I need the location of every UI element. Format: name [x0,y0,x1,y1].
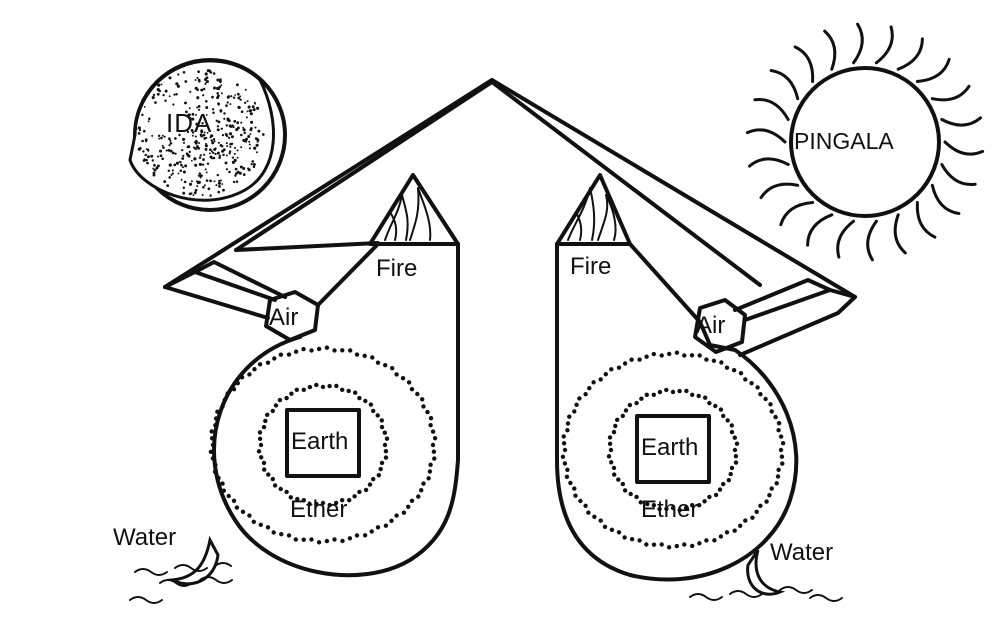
right-water-label: Water [770,539,834,566]
right-earth-square [635,414,711,484]
right-air-hexagon [693,298,747,354]
left-air-hexagon [264,290,320,342]
moon-speckle [135,69,265,197]
right-ether-label: Ether [641,496,699,523]
left-earth-square [285,408,361,478]
right-droplet-outline [555,242,799,582]
right-air-label: Air [696,312,726,339]
right-earth-label: Earth [641,434,699,461]
sun-rays [745,22,985,262]
right-air-channel [733,278,857,322]
left-fire-triangle [368,173,460,246]
roof-slope-inner-left [234,80,494,252]
left-waves [129,562,233,604]
left-fire-label: Fire [376,255,418,282]
left-water-label: Water [113,524,177,551]
left-fire-flames [384,187,432,241]
sun [789,66,941,218]
right-water-crescent [746,549,786,596]
right-fire-flames [567,187,617,241]
left-earth-label: Earth [291,428,349,455]
roof-slope-inner-right [490,80,762,287]
left-air-channel [163,260,287,302]
ether-dots [208,345,786,550]
right-fire-label: Fire [570,253,612,280]
right-waves [689,586,843,602]
roof-left-inner-edge [163,241,380,320]
moon-label: IDA [166,108,213,138]
left-air-label: Air [269,304,299,331]
sun-label: PINGALA [794,128,894,154]
left-ether-label: Ether [290,496,348,523]
right-fire-triangle [555,173,632,246]
